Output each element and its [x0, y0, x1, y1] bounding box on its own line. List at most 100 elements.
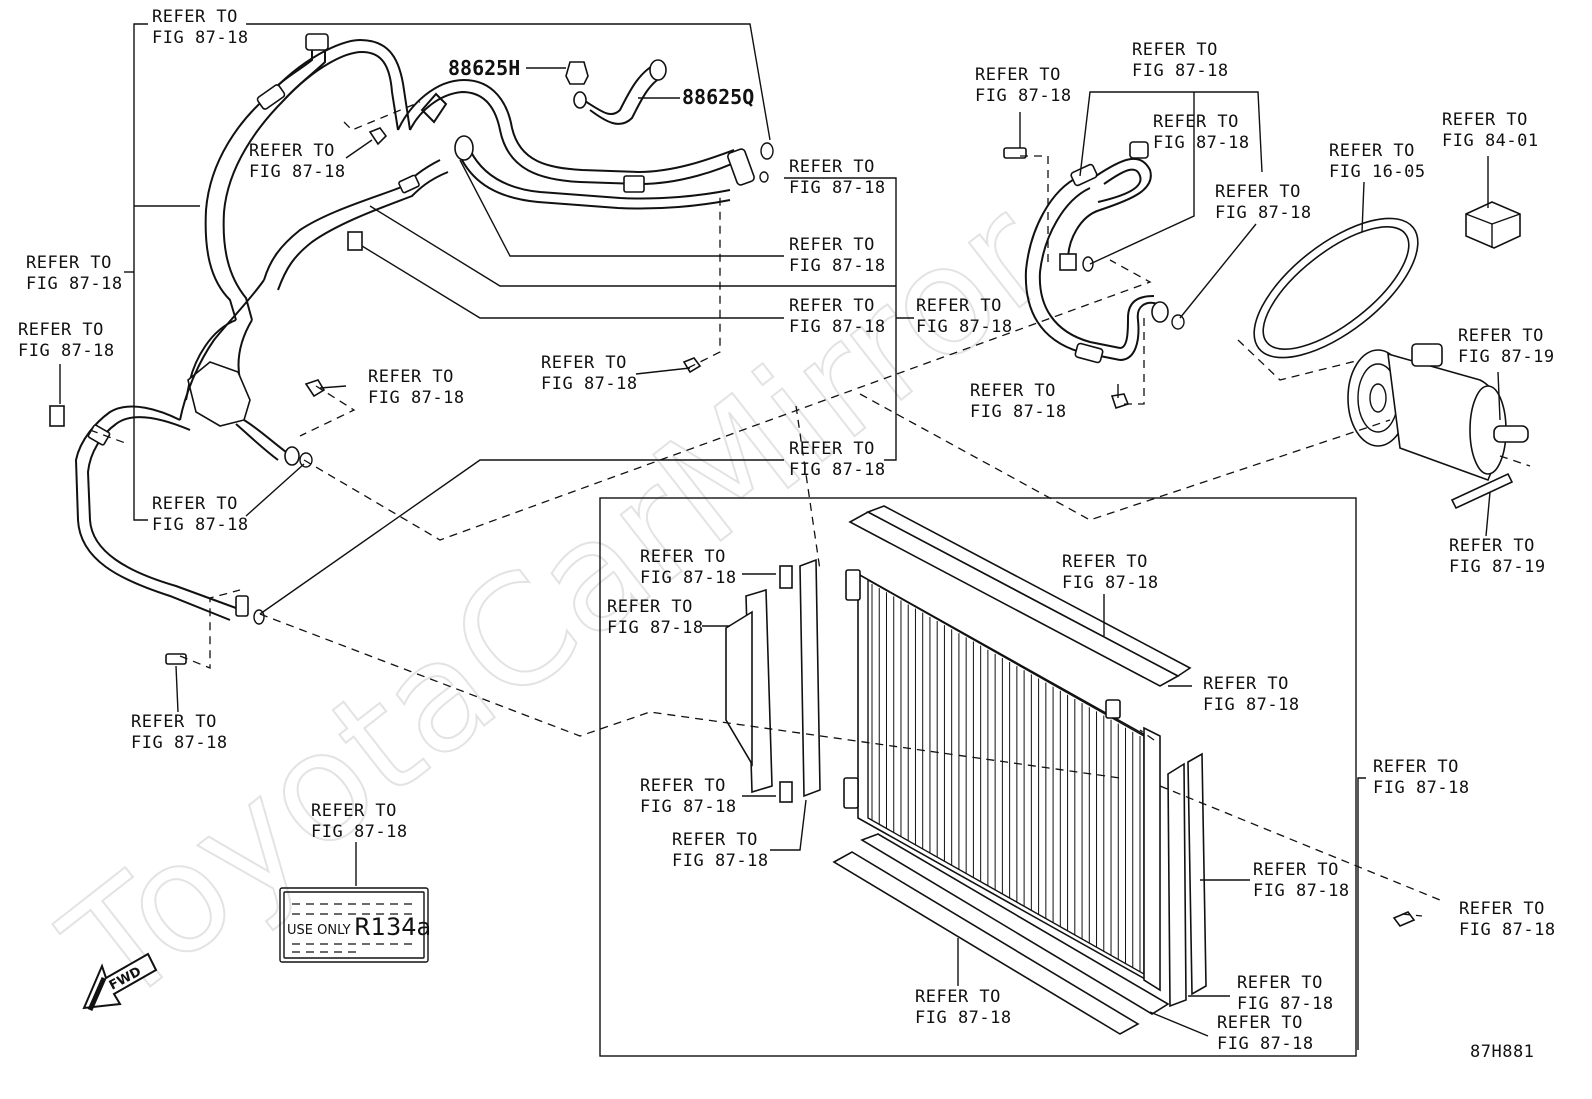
svg-text:REFER TO: REFER TO [607, 597, 693, 617]
cap-icon [573, 91, 587, 109]
svg-text:REFER TO: REFER TO [131, 712, 217, 732]
clip-icon [347, 231, 363, 251]
svg-text:FIG 87-18: FIG 87-18 [152, 515, 249, 535]
o-ring [253, 609, 265, 625]
diagram-code: 87H881 [1470, 1042, 1534, 1062]
svg-text:REFER TO: REFER TO [1203, 674, 1289, 694]
hose-sleeve [623, 175, 645, 193]
bolt-icon [682, 357, 702, 374]
liquid-pipe-assembly [74, 135, 731, 625]
svg-text:FIG 87-18: FIG 87-18 [541, 374, 638, 394]
pipe-fitting [235, 595, 249, 617]
lower-seal [832, 851, 1140, 1035]
svg-text:FIG 87-18: FIG 87-18 [1132, 61, 1229, 81]
clamp-icon [49, 405, 65, 427]
pipe-bracket [420, 92, 448, 124]
pressure-switch [454, 135, 474, 161]
dashed-guides [89, 101, 1531, 917]
svg-text:REFER TO: REFER TO [1217, 1013, 1303, 1033]
svg-text:FIG 87-18: FIG 87-18 [789, 256, 886, 276]
svg-text:FIG 87-18: FIG 87-18 [26, 274, 123, 294]
condenser-bracket [843, 777, 859, 809]
part-88625-group: 88625H 88625Q [448, 56, 754, 125]
svg-text:REFER TO: REFER TO [640, 776, 726, 796]
svg-text:REFER TO: REFER TO [1449, 536, 1535, 556]
svg-text:FIG 87-18: FIG 87-18 [975, 86, 1072, 106]
condenser-bracket [1105, 699, 1121, 719]
compressor-port [1411, 343, 1443, 367]
svg-text:REFER TO: REFER TO [915, 987, 1001, 1007]
compressor-mount [1493, 425, 1529, 443]
svg-text:FIG 87-18: FIG 87-18 [916, 317, 1013, 337]
svg-text:FIG 87-18: FIG 87-18 [970, 402, 1067, 422]
svg-text:REFER TO: REFER TO [640, 547, 726, 567]
bolt-icon [368, 127, 388, 146]
svg-text:FIG 87-18: FIG 87-18 [640, 797, 737, 817]
svg-text:REFER TO: REFER TO [970, 381, 1056, 401]
svg-text:FIG 87-18: FIG 87-18 [1215, 203, 1312, 223]
svg-text:REFER TO: REFER TO [789, 235, 875, 255]
compressor-hose-assembly [1024, 141, 1185, 364]
svg-text:REFER TO: REFER TO [916, 296, 1002, 316]
svg-text:FIG 87-19: FIG 87-19 [1449, 557, 1546, 577]
svg-text:REFER TO: REFER TO [1237, 973, 1323, 993]
svg-text:REFER TO: REFER TO [1442, 110, 1528, 130]
pipe-sleeve [87, 424, 111, 446]
refrigerant-caution-label: USE ONLY R134a [279, 887, 431, 963]
side-seal-right [1167, 762, 1187, 1008]
part-number-88625Q[interactable]: 88625Q [682, 85, 754, 109]
bolt-icon [1110, 393, 1130, 410]
svg-text:REFER TO: REFER TO [18, 320, 104, 340]
part-number-88625H[interactable]: 88625H [448, 56, 520, 80]
svg-text:REFER TO: REFER TO [249, 141, 335, 161]
svg-text:FIG 87-18: FIG 87-18 [672, 851, 769, 871]
hose-clamp [256, 84, 286, 110]
seal-pad [779, 781, 793, 803]
svg-text:FIG 87-18: FIG 87-18 [368, 388, 465, 408]
svg-text:REFER TO: REFER TO [1153, 112, 1239, 132]
svg-text:FIG 87-18: FIG 87-18 [1459, 920, 1556, 940]
svg-text:REFER TO: REFER TO [1329, 141, 1415, 161]
svg-text:REFER TO: REFER TO [1458, 326, 1544, 346]
pipe-end-fitting [284, 446, 300, 466]
svg-text:REFER TO: REFER TO [1062, 552, 1148, 572]
svg-text:REFER TO: REFER TO [368, 367, 454, 387]
